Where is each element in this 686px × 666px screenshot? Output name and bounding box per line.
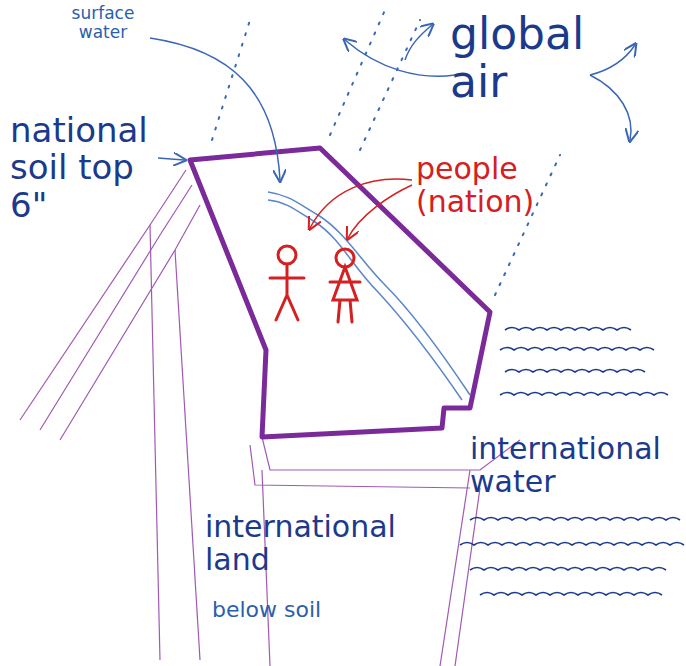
wave-stroke [460,543,684,546]
wave-stroke [480,593,662,596]
people-label: people (nation) [416,152,556,218]
air-label: global air [450,10,620,107]
soil-label: national soil top 6" [10,112,160,224]
water-label: surface water [48,4,158,41]
subsoil-label: below soil [212,598,362,622]
land-label: international land [205,510,405,576]
sea-label: international water [470,432,675,498]
wave-stroke [505,370,645,373]
wave-stroke [470,568,666,571]
wave-stroke [505,328,631,331]
wave-stroke [470,518,680,521]
wave-stroke [500,348,654,351]
wave-stroke [500,393,668,396]
